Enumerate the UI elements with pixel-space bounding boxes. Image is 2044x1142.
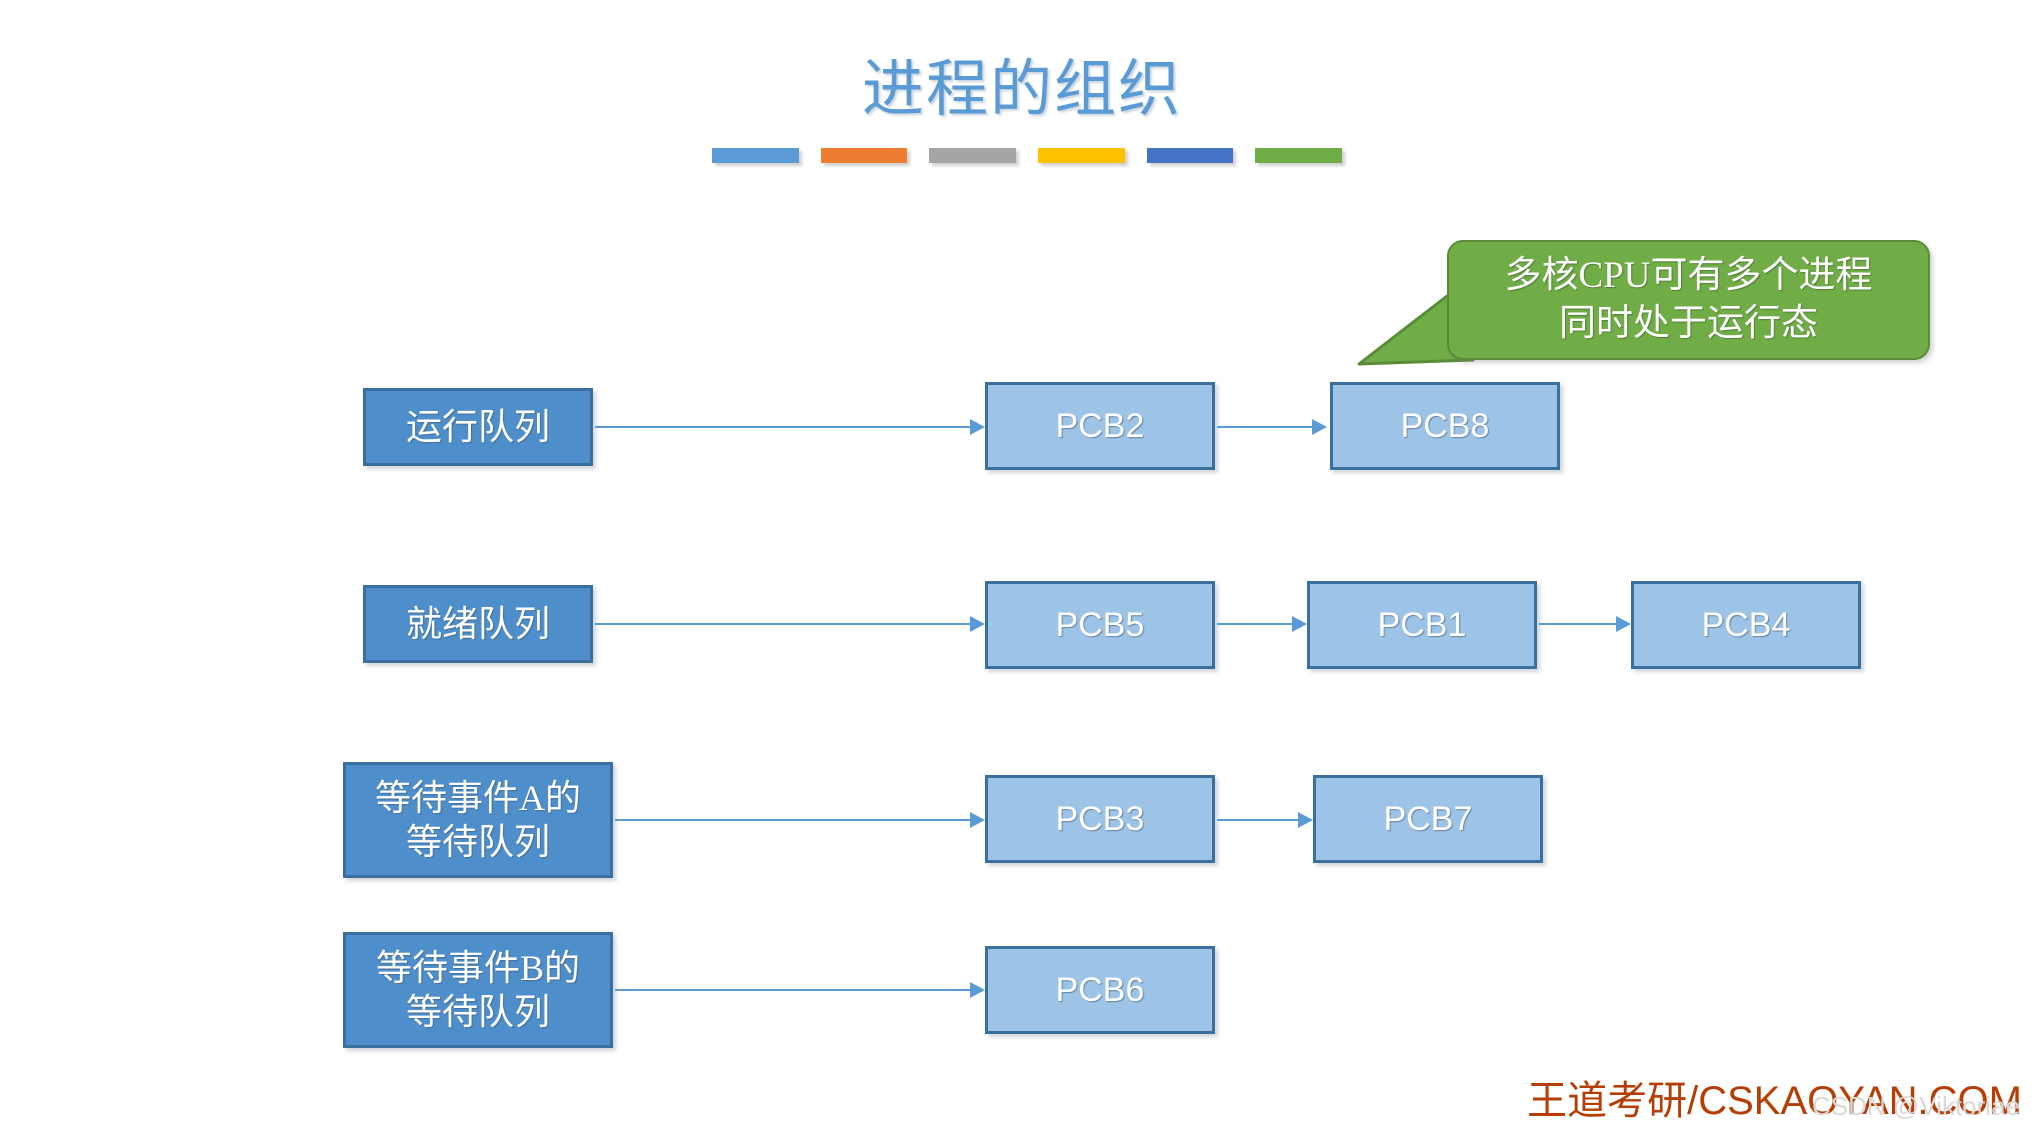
pcb-label: PCB4	[1701, 605, 1791, 644]
pcb-label: PCB6	[1055, 970, 1145, 1009]
queue-label-line-1: 运行队列	[405, 407, 550, 447]
queue-label-line-1: 就绪队列	[405, 604, 550, 644]
queue-box-wait-event-b: 等待事件B的 等待队列	[343, 932, 613, 1048]
connector-running-to-pcb2	[595, 415, 985, 439]
queue-label-line-2: 等待队列	[405, 992, 550, 1032]
decor-bar-gray	[929, 148, 1017, 163]
pcb-label: PCB2	[1055, 406, 1145, 445]
connector-wait-a-to-pcb3	[615, 808, 985, 832]
page-title: 进程的组织	[861, 56, 1182, 124]
queue-box-ready: 就绪队列	[363, 585, 593, 663]
queue-label-line-1: 等待事件A的	[375, 778, 581, 818]
queue-label-line-1: 等待事件B的	[375, 948, 580, 988]
pcb-box-pcb4: PCB4	[1631, 581, 1861, 669]
queue-label-line-2: 等待队列	[405, 822, 550, 862]
connector-wait-b-to-pcb6	[615, 978, 985, 1002]
decor-bar-green	[1255, 148, 1343, 163]
pcb-box-pcb3: PCB3	[985, 775, 1215, 863]
footer-brand-text: 王道考研/CSKAOYAN.COM	[1527, 1079, 2022, 1123]
pcb-box-pcb1: PCB1	[1307, 581, 1537, 669]
pcb-label: PCB1	[1377, 605, 1467, 644]
connector-pcb2-to-pcb8	[1217, 415, 1327, 439]
decor-bar-orange	[820, 148, 908, 163]
decorative-bar-group	[712, 148, 1343, 166]
decor-bar-navy	[1146, 148, 1234, 163]
callout-bubble: 多核CPU可有多个进程 同时处于运行态	[1357, 240, 1930, 366]
pcb-box-pcb2: PCB2	[985, 382, 1215, 470]
callout-line-2: 同时处于运行态	[1559, 303, 1818, 344]
pcb-label: PCB7	[1383, 799, 1473, 838]
pcb-box-pcb7: PCB7	[1313, 775, 1543, 863]
pcb-label: PCB8	[1400, 406, 1490, 445]
decor-bar-yellow	[1038, 148, 1125, 163]
pcb-label: PCB5	[1055, 605, 1145, 644]
pcb-box-pcb6: PCB6	[985, 946, 1215, 1034]
queue-box-running: 运行队列	[363, 388, 593, 466]
connector-pcb5-to-pcb1	[1217, 612, 1307, 636]
pcb-label: PCB3	[1055, 799, 1145, 838]
pcb-box-pcb8: PCB8	[1330, 382, 1560, 470]
connector-pcb3-to-pcb7	[1217, 808, 1313, 832]
connector-ready-to-pcb5	[595, 612, 985, 636]
connector-pcb1-to-pcb4	[1539, 612, 1631, 636]
decor-bar-blue	[712, 148, 799, 163]
pcb-box-pcb5: PCB5	[985, 581, 1215, 669]
callout-line-1: 多核CPU可有多个进程	[1504, 255, 1873, 296]
callout-body: 多核CPU可有多个进程 同时处于运行态	[1447, 240, 1930, 360]
queue-box-wait-event-a: 等待事件A的 等待队列	[343, 762, 613, 878]
